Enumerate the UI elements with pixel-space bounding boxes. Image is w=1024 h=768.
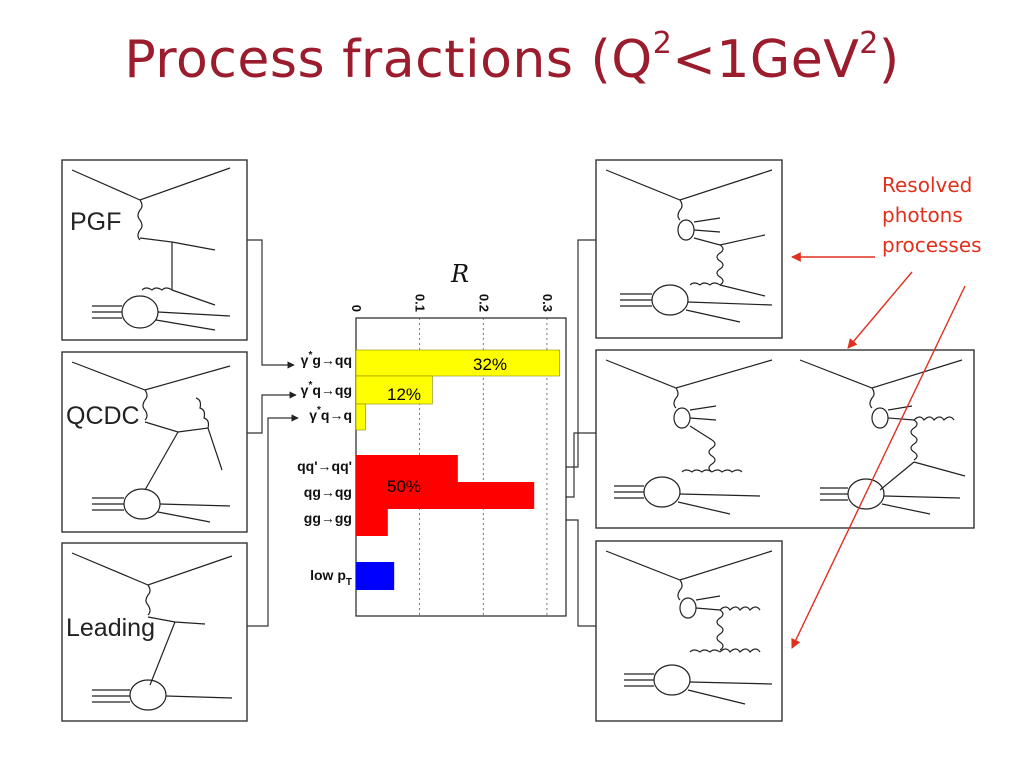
- category-label-b1: low pT: [310, 567, 352, 588]
- bar-3: [356, 455, 458, 482]
- qcdc-diagram: QCDC: [61, 351, 248, 533]
- resolved-mid-right-feynman-lines: [799, 359, 966, 515]
- category-label-g2: γ*q→qg: [301, 380, 352, 398]
- annotation-arrow-middle: [847, 271, 913, 349]
- left-connectors: [247, 239, 299, 627]
- bar-6: [356, 562, 395, 590]
- resolved-diagram-top: [595, 159, 783, 339]
- annotation-line-1: Resolved: [882, 173, 972, 197]
- chart-bars: [355, 349, 560, 590]
- x-tick-label-2: 0.2: [476, 294, 491, 312]
- category-label-r2: qg→qg: [304, 484, 352, 500]
- pgf-label: PGF: [70, 208, 121, 236]
- pgf-diagram: PGF: [61, 159, 248, 341]
- leading-label: Leading: [66, 614, 155, 642]
- pgf-feynman-lines: [71, 167, 231, 331]
- group-label-32: 32%: [473, 355, 507, 374]
- page-title: Process fractions (Q2<1GeV2): [124, 26, 900, 91]
- leading-diagram: Leading: [61, 542, 248, 722]
- bar-5: [356, 509, 388, 536]
- resolved-diagram-bottom: [595, 540, 783, 722]
- leading-feynman-lines: [71, 552, 233, 711]
- annotation-line-3: processes: [882, 233, 982, 257]
- chart-x-ticks: 0 0.1 0.2 0.3: [349, 294, 555, 312]
- bar-1: [355, 375, 433, 405]
- qcdc-feynman-lines: [71, 361, 231, 523]
- x-axis-title: R: [450, 260, 469, 288]
- resolved-top-feynman-lines: [605, 169, 773, 323]
- x-tick-label-0: 0: [349, 305, 364, 312]
- bar-4: [356, 482, 535, 509]
- bar-0: [355, 349, 560, 377]
- x-tick-label-1: 0.1: [413, 294, 428, 312]
- group-label-50: 50%: [387, 477, 421, 496]
- group-label-12: 12%: [387, 385, 421, 404]
- resolved-mid-left-feynman-lines: [605, 359, 773, 515]
- category-label-r3: gg→gg: [304, 510, 352, 526]
- annotation-arrow-bottom: [791, 285, 966, 649]
- resolved-diagram-middle: [595, 349, 975, 529]
- process-fraction-chart: 0 0.1 0.2 0.3 R γ*g→qq γ*q→qg γ*q→q qq'→qq'…: [297, 260, 567, 617]
- x-tick-label-3: 0.3: [540, 294, 555, 312]
- category-label-g3: γ*q→q: [309, 405, 352, 423]
- resolved-bottom-feynman-lines: [605, 550, 773, 705]
- resolved-annotation: Resolved photons processes: [791, 173, 982, 649]
- bar-2: [355, 403, 366, 431]
- category-label-r1: qq'→qq': [297, 458, 352, 474]
- qcdc-label: QCDC: [66, 402, 140, 430]
- annotation-line-2: photons: [882, 203, 963, 227]
- category-label-g1: γ*g→qq: [301, 350, 352, 368]
